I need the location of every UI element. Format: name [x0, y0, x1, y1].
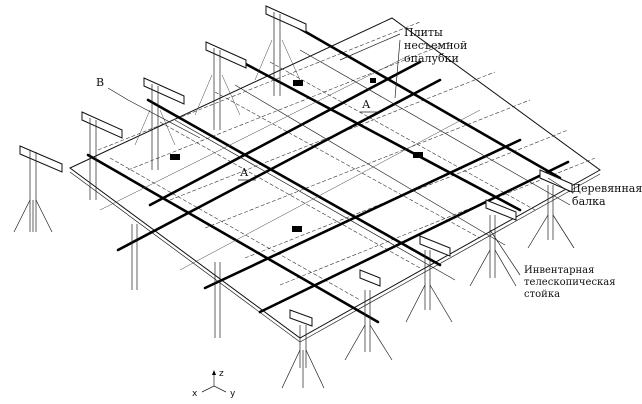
- axis-triad: [201, 370, 227, 393]
- axis-x-label: x: [192, 389, 198, 399]
- slabs-label-3: опалубки: [404, 52, 459, 65]
- axis-y-label: y: [230, 389, 236, 399]
- front-props: [131, 185, 575, 389]
- slab-joints: [99, 49, 571, 281]
- leader-lines: [107, 33, 571, 276]
- section-mark-b: В: [96, 76, 104, 89]
- axis-z-label: z: [219, 369, 224, 379]
- deck-outline: [69, 17, 601, 343]
- wood-beam-label-2: балка: [572, 195, 606, 208]
- wood-beams: [19, 5, 573, 327]
- prop-label-2: телескопическая: [524, 277, 616, 288]
- slabs-label-1: Плиты: [404, 26, 443, 39]
- slabs-label-2: несъемной: [404, 39, 467, 52]
- main-beams: [86, 14, 570, 324]
- prop-label-1: Инвентарная: [524, 265, 594, 276]
- wood-beam-label-1: Деревянная: [572, 182, 642, 195]
- section-mark-a-bottom: А: [240, 166, 249, 179]
- clamps: [170, 78, 423, 232]
- prop-label-3: стойка: [524, 289, 560, 300]
- back-props: [13, 12, 301, 233]
- section-mark-a-top: А: [362, 98, 371, 111]
